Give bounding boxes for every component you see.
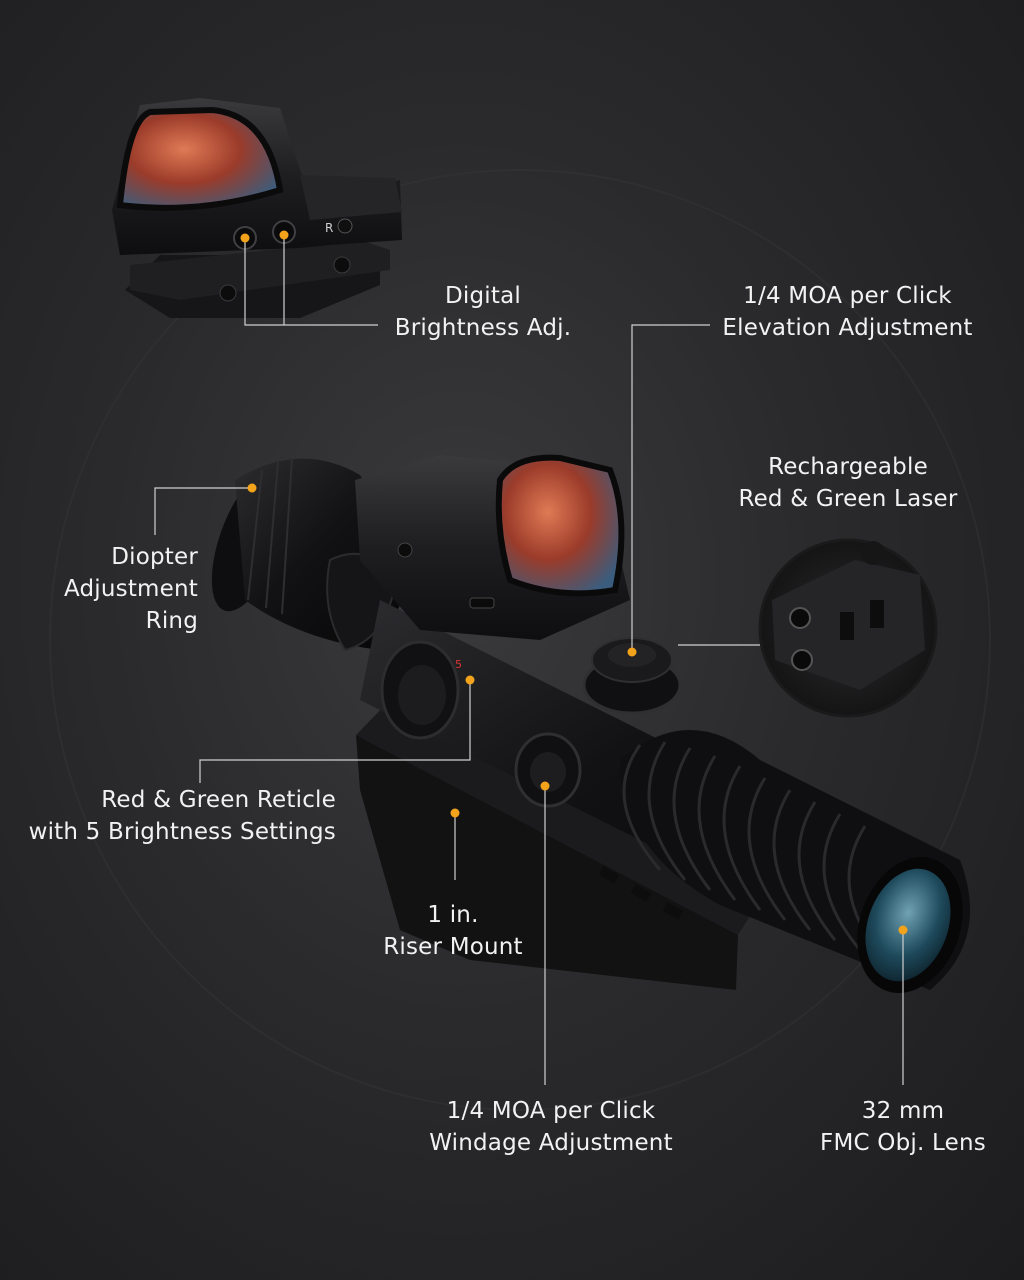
- callout-line: Windage Adjustment: [429, 1130, 673, 1156]
- callout-line: with 5 Brightness Settings: [28, 819, 336, 845]
- marker-dot: [540, 781, 550, 791]
- reticle-brightness-knob: 5: [380, 640, 462, 740]
- callout-line: 1/4 MOA per Click: [446, 1098, 656, 1124]
- callout-line: Rechargeable: [768, 454, 928, 480]
- rifle-scope: 5: [211, 454, 970, 993]
- callout-line: Elevation Adjustment: [722, 315, 973, 341]
- callout-line: Digital: [445, 283, 521, 309]
- callout-laser: Rechargeable Red & Green Laser: [728, 451, 968, 515]
- svg-text:R: R: [325, 221, 333, 235]
- red-dot-sight-top: R: [112, 98, 402, 318]
- marker-dot: [465, 675, 475, 685]
- callout-riser: 1 in. Riser Mount: [370, 899, 536, 963]
- callout-diopter: Diopter Adjustment Ring: [20, 541, 198, 637]
- svg-text:5: 5: [455, 658, 462, 671]
- callout-line: 1 in.: [427, 902, 479, 928]
- callout-line: Red & Green Reticle: [101, 787, 336, 813]
- callout-line: Red & Green Laser: [738, 486, 958, 512]
- laser-inset: [758, 538, 938, 718]
- callout-line: FMC Obj. Lens: [820, 1130, 986, 1156]
- callout-line: Diopter: [111, 544, 198, 570]
- objective-bell: [620, 730, 970, 993]
- callout-line: Adjustment: [63, 576, 198, 602]
- marker-dot: [450, 808, 460, 818]
- callout-reticle: Red & Green Reticle with 5 Brightness Se…: [10, 784, 336, 848]
- marker-dot: [627, 647, 637, 657]
- marker-dot: [898, 925, 908, 935]
- callout-line: Riser Mount: [383, 934, 523, 960]
- marker-dot: [247, 483, 257, 493]
- callout-windage: 1/4 MOA per Click Windage Adjustment: [420, 1095, 682, 1159]
- red-dot-sight-mounted: [355, 454, 630, 640]
- callout-line: Brightness Adj.: [394, 315, 572, 341]
- leader-lines: [154, 232, 904, 1085]
- callout-line: Ring: [145, 608, 198, 634]
- callout-line: 32 mm: [861, 1098, 945, 1124]
- marker-dot: [240, 233, 250, 243]
- marker-dot: [279, 230, 289, 240]
- callout-line: 1/4 MOA per Click: [743, 283, 952, 309]
- elevation-turret: [582, 637, 682, 715]
- background-ring: [49, 169, 991, 1111]
- callout-digital-brightness: Digital Brightness Adj.: [378, 280, 588, 344]
- callout-lens: 32 mm FMC Obj. Lens: [808, 1095, 998, 1159]
- windage-knob: [514, 732, 582, 808]
- callout-markers: [240, 230, 908, 935]
- callout-elevation: 1/4 MOA per Click Elevation Adjustment: [710, 280, 985, 344]
